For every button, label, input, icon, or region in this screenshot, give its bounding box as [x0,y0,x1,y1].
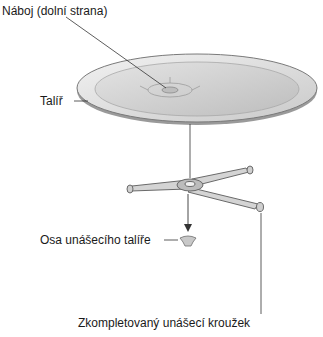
turntable-coupler [180,236,196,246]
leader-line [74,101,88,102]
glass-plate [77,54,317,125]
assembly-arrow [188,194,189,226]
leader-line [261,213,262,314]
assembly-line [190,124,191,178]
roller-ring [127,166,264,212]
part-label: Talíř [40,94,63,108]
leader-line [164,240,178,241]
leader-line [66,17,166,88]
part-label: Osa unášecího talíře [40,233,151,247]
part-label: Zkompletovaný unášecí kroužek [78,316,250,330]
arrow-head [184,224,192,232]
part-label: Náboj (dolní strana) [2,4,107,18]
